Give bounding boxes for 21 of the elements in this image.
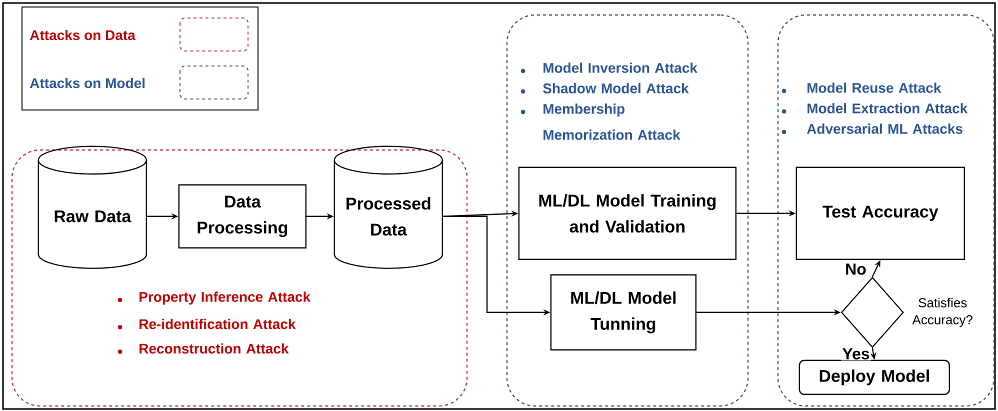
- process-box: ML/DL Model Tunning: [550, 274, 696, 350]
- database-cylinder: Processed Data: [334, 146, 444, 269]
- attack-name: Re-identification Attack: [140, 318, 296, 330]
- legend-label: Attacks on Model: [30, 78, 144, 88]
- process-box: Data Processing: [178, 184, 307, 248]
- database-cylinder: Raw Data: [38, 146, 148, 269]
- attack-name: Model Reuse Attack: [808, 82, 942, 93]
- attack-name: Model Extraction Attack: [808, 103, 968, 114]
- legend-label: Attacks on Data: [30, 30, 136, 40]
- process-box: Test Accuracy: [796, 166, 965, 260]
- attack-name: Reconstruction Attack: [140, 343, 289, 354]
- edge-label: Yes: [841, 347, 871, 360]
- attack-name: Shadow Model Attack: [543, 83, 689, 94]
- process-box: ML/DL Model Training and Validation: [518, 166, 736, 260]
- attack-name: Adversarial ML Attacks: [806, 124, 962, 134]
- process-box: Deploy Model: [798, 360, 950, 395]
- attack-name: Membership Memorization Attack: [544, 104, 680, 140]
- side-label: Satisfies Accuracy?: [912, 298, 972, 327]
- attack-name: Property Inference Attack: [140, 292, 311, 305]
- attack-name: Model Inversion Attack: [544, 62, 698, 73]
- edge-label: No: [844, 262, 868, 276]
